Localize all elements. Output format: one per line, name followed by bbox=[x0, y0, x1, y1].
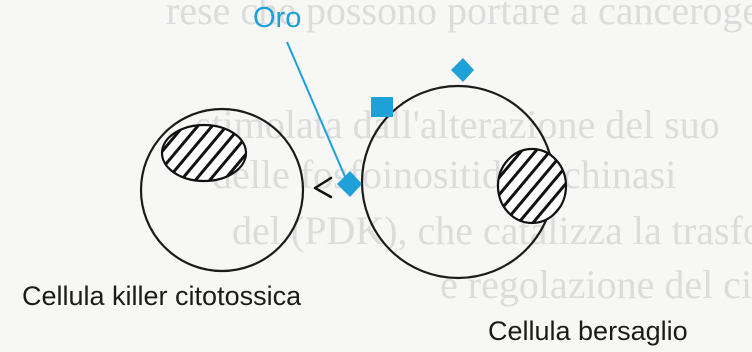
background-text-line: stimolata dall'alterazione del suo bbox=[196, 102, 720, 147]
gold-marker bbox=[371, 97, 393, 117]
killer-cell-label: Cellula killer citotossica bbox=[22, 283, 301, 310]
gold-label: Oro bbox=[253, 4, 301, 33]
background-text-line: del (PDK), che catalizza la trasformazio… bbox=[232, 208, 752, 253]
target-cell-nucleus bbox=[498, 149, 566, 223]
background-text-group: rese che possono portare a cancerogenesi… bbox=[166, 0, 752, 307]
gold-marker bbox=[451, 58, 474, 82]
background-text-line: delle fosfoinositide 3-chinasi bbox=[212, 152, 676, 197]
killer-cell-nucleus bbox=[162, 125, 246, 181]
target-cell-label: Cellula bersaglio bbox=[488, 318, 688, 345]
background-text-line: e regolazione del ciclo di bbox=[440, 262, 752, 307]
